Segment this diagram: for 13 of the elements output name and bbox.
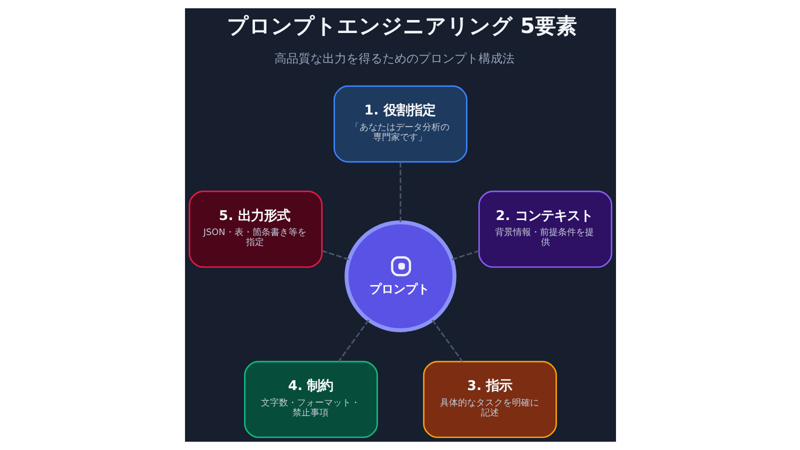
node-circle: プロンプト (344, 220, 456, 332)
node-box: 1. 役割指定 「あなたはデータ分析の専門家です」 (333, 85, 467, 163)
connector (337, 320, 369, 362)
connector (431, 320, 463, 362)
node-box: 2. コンテキスト 背景情報・前提条件を提供 (478, 190, 612, 268)
connector (399, 162, 401, 222)
connector (451, 250, 479, 260)
node-box: 5. 出力形式 JSON・表・箇条書き等を指定 (188, 190, 322, 268)
caption: 高品質な出力を得るためのプロンプト構成法 (274, 52, 514, 66)
diagram-title: プロンプトエンジニアリング 5要素 (226, 12, 576, 38)
connector (321, 250, 349, 260)
node-box: 4. 制約 文字数・フォーマット・禁止事項 (244, 360, 378, 438)
node-box: 3. 指示 具体的なタスクを明確に記述 (422, 360, 556, 438)
